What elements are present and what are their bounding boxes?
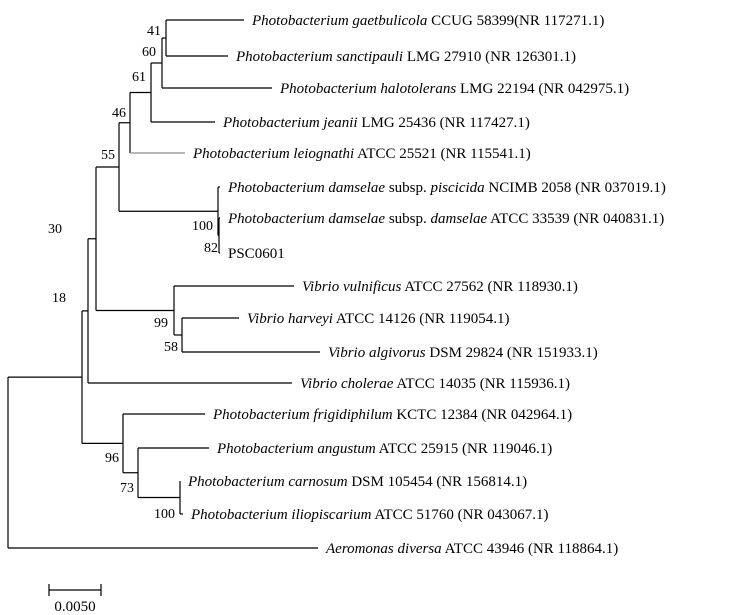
- taxon-strain: KCTC 12384 (NR 042964.1): [393, 407, 573, 423]
- taxon-strain: NCIMB 2058 (NR 037019.1): [485, 180, 666, 196]
- taxon-subsp-word: subsp.: [385, 180, 430, 196]
- taxon-name: Photobacterium frigidiphilum: [212, 407, 393, 423]
- taxon-strain: CCUG 58399(NR 117271.1): [427, 13, 604, 29]
- taxon-label-leiognathi: Photobacterium leiognathi ATCC 25521 (NR…: [192, 146, 531, 162]
- taxon-name: Vibrio algivorus: [328, 345, 426, 361]
- taxon-label-sanctipauli: Photobacterium sanctipauli LMG 27910 (NR…: [235, 49, 576, 65]
- taxon-labels: Photobacterium gaetbulicola CCUG 58399(N…: [187, 13, 666, 557]
- taxon-label-carnosum: Photobacterium carnosum DSM 105454 (NR 1…: [187, 474, 527, 490]
- scale-bar: 0.0050: [48, 584, 102, 615]
- taxon-strain: LMG 27910 (NR 126301.1): [403, 49, 576, 65]
- taxon-label-angustum: Photobacterium angustum ATCC 25915 (NR 1…: [216, 441, 552, 457]
- taxon-name: Photobacterium damselae: [227, 211, 385, 227]
- taxon-label-frigidiphilum: Photobacterium frigidiphilum KCTC 12384 …: [212, 407, 572, 423]
- bootstrap-n_damsel_outer: 100: [192, 219, 213, 234]
- taxon-label-algivorus: Vibrio algivorus DSM 29824 (NR 151933.1): [328, 345, 598, 361]
- taxon-name: Photobacterium angustum: [216, 441, 376, 457]
- taxon-label-vulnificus: Vibrio vulnificus ATCC 27562 (NR 118930.…: [302, 279, 578, 295]
- bootstrap-n_leio: 46: [112, 106, 126, 121]
- taxon-name: Photobacterium leiognathi: [192, 146, 354, 162]
- taxon-name: Vibrio cholerae: [300, 376, 394, 392]
- taxon-label-harveyi: Vibrio harveyi ATCC 14126 (NR 119054.1): [247, 311, 510, 327]
- taxon-name: Photobacterium gaetbulicola: [251, 13, 427, 29]
- bootstrap-n_mid: 30: [48, 222, 62, 237]
- taxon-strain: DSM 29824 (NR 151933.1): [426, 345, 598, 361]
- taxon-name: Photobacterium carnosum: [187, 474, 348, 490]
- tree-branches: [7, 19, 320, 549]
- taxon-label-damselae: Photobacterium damselae subsp. damselae …: [227, 211, 664, 227]
- bootstrap-n_car_ili: 100: [154, 507, 175, 522]
- bootstrap-n_hal: 60: [142, 45, 156, 60]
- taxon-label-piscicida: Photobacterium damselae subsp. piscicida…: [227, 180, 666, 196]
- bootstrap-n_fri: 96: [105, 451, 119, 466]
- taxon-strain: PSC0601: [228, 246, 285, 262]
- taxon-strain: DSM 105454 (NR 156814.1): [348, 474, 528, 490]
- taxon-label-halotolerans: Photobacterium halotolerans LMG 22194 (N…: [279, 81, 629, 97]
- bootstrap-n_vib: 99: [154, 316, 168, 331]
- bootstrap-n_ang: 73: [120, 481, 134, 496]
- taxon-strain: ATCC 33539 (NR 040831.1): [487, 211, 664, 227]
- taxon-name: Photobacterium halotolerans: [279, 81, 456, 97]
- taxon-label-diversa: Aeromonas diversa ATCC 43946 (NR 118864.…: [325, 541, 618, 557]
- scale-bar-label: 0.0050: [54, 599, 95, 615]
- taxon-name: Photobacterium damselae: [227, 180, 385, 196]
- taxon-label-cholerae: Vibrio cholerae ATCC 14035 (NR 115936.1): [300, 376, 570, 392]
- taxon-name: Photobacterium iliopiscarium: [190, 507, 372, 523]
- bootstrap-n_jea: 61: [132, 70, 146, 85]
- bootstrap-n_gae_san: 41: [147, 24, 161, 39]
- taxon-name: Photobacterium sanctipauli: [235, 49, 403, 65]
- bootstrap-n_damsel: 82: [204, 241, 218, 256]
- taxon-strain: ATCC 43946 (NR 118864.1): [442, 541, 619, 557]
- taxon-strain: ATCC 27562 (NR 118930.1): [401, 279, 578, 295]
- taxon-name: Vibrio vulnificus: [302, 279, 401, 295]
- bootstrap-n_vib_hav_alg: 58: [164, 340, 178, 355]
- taxon-label-psc0601: PSC0601: [228, 246, 285, 262]
- taxon-subsp-name: piscicida: [430, 180, 485, 196]
- taxon-strain: ATCC 51760 (NR 043067.1): [371, 507, 548, 523]
- taxon-strain: LMG 22194 (NR 042975.1): [456, 81, 629, 97]
- taxon-strain: ATCC 25521 (NR 115541.1): [354, 146, 531, 162]
- taxon-strain: ATCC 14035 (NR 115936.1): [393, 376, 570, 392]
- bootstrap-n_photo_top: 55: [101, 148, 115, 163]
- taxon-name: Aeromonas diversa: [325, 541, 442, 557]
- taxon-strain: LMG 25436 (NR 117427.1): [358, 115, 530, 131]
- taxon-label-gaetbulicola: Photobacterium gaetbulicola CCUG 58399(N…: [251, 13, 604, 29]
- taxon-strain: ATCC 25915 (NR 119046.1): [376, 441, 553, 457]
- taxon-subsp-name: damselae: [431, 211, 488, 227]
- taxon-strain: ATCC 14126 (NR 119054.1): [333, 311, 510, 327]
- taxon-subsp-word: subsp.: [385, 211, 430, 227]
- taxon-label-jeanii: Photobacterium jeanii LMG 25436 (NR 1174…: [222, 115, 530, 131]
- bootstrap-n_ingroup_upper: 18: [52, 291, 66, 306]
- taxon-label-iliopiscarium: Photobacterium iliopiscarium ATCC 51760 …: [190, 507, 549, 523]
- taxon-name: Vibrio harveyi: [247, 311, 333, 327]
- taxon-name: Photobacterium jeanii: [222, 115, 358, 131]
